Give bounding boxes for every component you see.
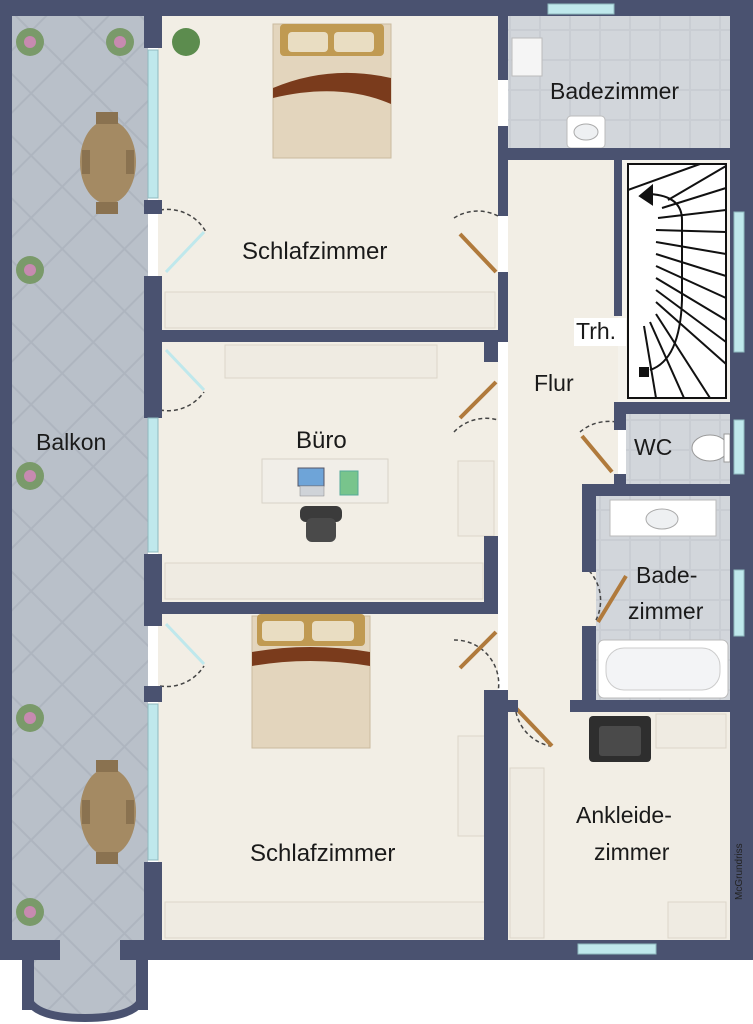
balcony-bay-wall — [22, 989, 148, 1023]
room-labels: Balkon Schlafzimmer Büro Schlafzimmer Ba… — [36, 78, 745, 900]
badezimmer-top-floor — [508, 16, 730, 152]
label-balkon: Balkon — [36, 429, 106, 455]
shelf-ankleide-top — [655, 713, 727, 749]
label-wc: WC — [634, 434, 672, 460]
label-badezimmer-small-line2: zimmer — [628, 598, 704, 624]
shelf-ankleide-bottom — [667, 901, 727, 939]
balcony-bay-floor — [22, 945, 148, 1020]
wardrobe-ankleide-left — [509, 767, 545, 939]
label-badezimmer-top: Badezimmer — [550, 78, 679, 104]
credit-text: McGrundriss — [734, 843, 745, 900]
furniture — [16, 23, 731, 939]
armchair — [589, 716, 651, 762]
toilet-tank-top — [511, 37, 543, 77]
label-schlafzimmer-top: Schlafzimmer — [242, 238, 387, 265]
wardrobe-top — [164, 291, 496, 329]
wardrobe-bottom — [164, 901, 496, 939]
staircase — [627, 163, 727, 399]
label-ankleidezimmer-line2: zimmer — [594, 839, 670, 865]
door-leaves — [458, 232, 628, 748]
label-bg-trh — [574, 318, 626, 346]
doors — [159, 208, 617, 747]
shelf-buero — [224, 344, 438, 379]
label-ankleidezimmer-line1: Ankleide- — [576, 802, 672, 828]
wardrobe-buero — [164, 562, 484, 600]
office-chair — [300, 506, 342, 542]
bathtub — [597, 639, 729, 699]
windows — [147, 3, 745, 955]
sink-top — [566, 115, 606, 149]
label-flur: Flur — [534, 370, 574, 396]
sink-small — [609, 499, 717, 537]
bed-top — [272, 23, 392, 159]
label-schlafzimmer-bottom: Schlafzimmer — [250, 840, 395, 867]
label-badezimmer-small-line1: Bade- — [636, 562, 697, 588]
balcony-doors — [164, 230, 206, 666]
balcony-table-bottom — [80, 760, 136, 864]
desk — [261, 458, 389, 504]
label-treppenhaus: Trh. — [576, 318, 616, 344]
label-buero: Büro — [296, 427, 347, 454]
balcony-table-top — [80, 112, 136, 214]
toilet-wc — [691, 433, 731, 463]
cabinet-buero — [457, 460, 495, 537]
plants — [16, 28, 200, 926]
bed-bottom — [251, 614, 371, 749]
